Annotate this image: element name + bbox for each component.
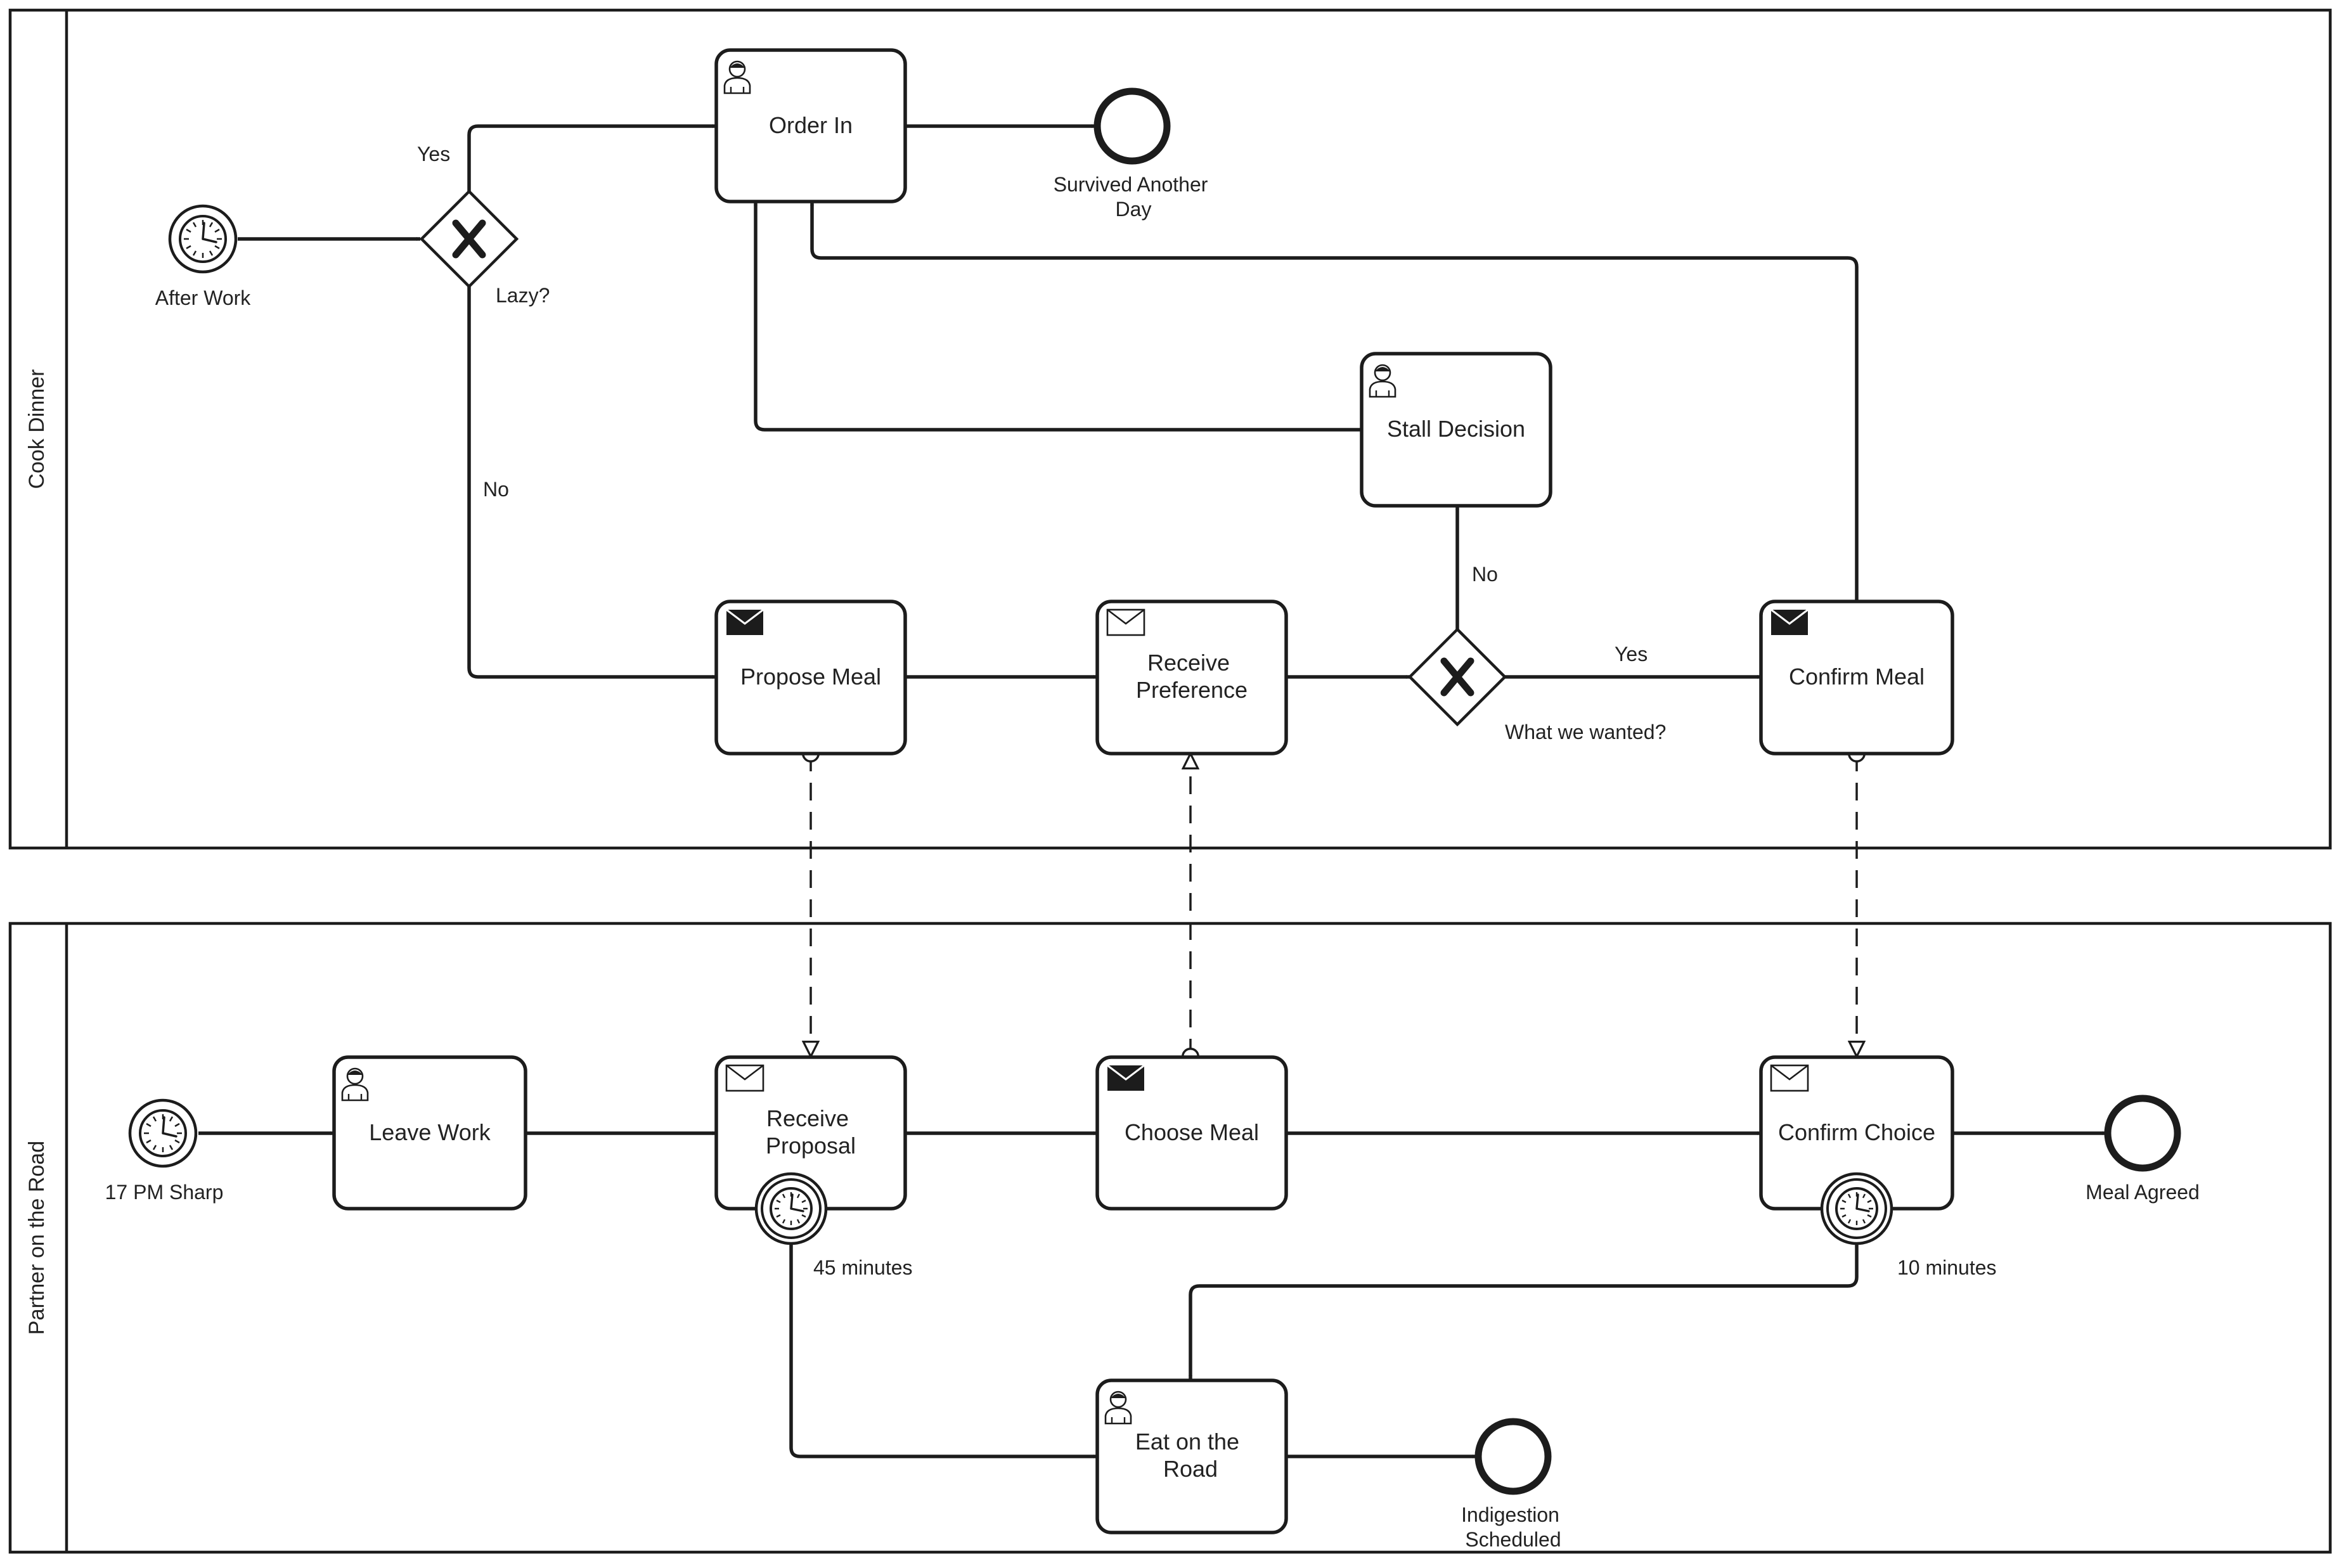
task-label-line: Confirm Meal: [1789, 664, 1925, 690]
task-label-line: Order In: [769, 112, 853, 138]
boundary-timer-45-minutes[interactable]: [754, 1172, 828, 1245]
timer-icon: [1835, 1187, 1878, 1230]
event-label-line: Day: [1116, 198, 1152, 221]
event-label-line: After Work: [155, 286, 252, 309]
user-icon: [341, 1067, 369, 1102]
gateway-label-what-we-wanted: What we wanted?: [1505, 721, 1666, 743]
svg-text:17 PM Sharp: 17 PM Sharp: [105, 1181, 224, 1204]
pool-partner-on-road: Partner on the Road: [8, 922, 2332, 1554]
boundary-timer-10-minutes[interactable]: [1820, 1172, 1893, 1245]
svg-text:Propose Meal: Propose Meal: [740, 664, 881, 690]
svg-text:10 minutes: 10 minutes: [1897, 1256, 1997, 1279]
flow-timer10-eat: [1189, 1243, 1859, 1379]
flow-confirm-orderin: [810, 202, 1859, 602]
start-event-17pm-sharp[interactable]: [128, 1098, 198, 1168]
svg-text:Meal Agreed: Meal Agreed: [2086, 1181, 2200, 1204]
end-event-survived[interactable]: [1093, 87, 1171, 165]
task-label-line: Stall Decision: [1387, 416, 1525, 442]
task-label-line: Receive: [1147, 650, 1230, 676]
task-label-line: Leave Work: [369, 1119, 491, 1145]
task-label-line: Receive: [766, 1105, 849, 1131]
flow-label-wanted-yes: Yes: [1615, 643, 1648, 665]
task-label-line: Preference: [1136, 677, 1248, 703]
end-event-meal-agreed[interactable]: [2104, 1095, 2181, 1172]
svg-text:Receive Preference: Receive Preference: [1136, 650, 1248, 703]
task-propose-meal[interactable]: Propose Meal: [714, 600, 907, 755]
task-label-line: Choose Meal: [1125, 1119, 1259, 1145]
flow-label-lazy-yes: Yes: [417, 143, 450, 165]
task-stall-decision[interactable]: Stall Decision: [1360, 352, 1552, 508]
pool-cook-dinner: Cook Dinner: [8, 8, 2332, 850]
timer-icon: [770, 1187, 813, 1230]
task-label-line: Proposal: [766, 1133, 856, 1159]
task-receive-proposal[interactable]: Receive Proposal: [714, 1055, 907, 1211]
flow-lazy-orderin: [467, 124, 716, 191]
gateway-lazy[interactable]: [419, 189, 519, 289]
timer-icon: [139, 1109, 187, 1157]
svg-text:Confirm Meal: Confirm Meal: [1789, 664, 1925, 690]
end-event-indigestion[interactable]: [1474, 1418, 1552, 1495]
envelope-outline-icon: [725, 1064, 764, 1092]
exclusive-x-icon: [1440, 657, 1474, 697]
svg-text:Order In: Order In: [769, 112, 853, 138]
task-leave-work[interactable]: Leave Work: [332, 1055, 527, 1211]
svg-text:Eat on the Road: Eat on the Road: [1135, 1429, 1246, 1482]
envelope-outline-icon: [1106, 608, 1145, 636]
svg-text:45 minutes: 45 minutes: [813, 1256, 913, 1279]
flow-timer45-eat: [789, 1243, 1097, 1458]
svg-text:Survived Another Day: Survived Another Day: [1054, 173, 1214, 221]
envelope-filled-icon: [726, 608, 764, 635]
exclusive-x-icon: [452, 219, 486, 259]
user-icon: [1369, 364, 1396, 398]
flow-lazy-propose: [467, 286, 716, 679]
flow-stall-orderin: [754, 202, 1362, 432]
envelope-outline-icon: [1770, 1064, 1809, 1092]
task-confirm-choice[interactable]: Confirm Choice: [1759, 1055, 1954, 1211]
sequence-flows: [198, 124, 2106, 1458]
event-label-line: 17 PM Sharp: [105, 1181, 224, 1204]
event-label-line: Indigestion: [1461, 1503, 1559, 1526]
event-label-line: Survived Another: [1054, 173, 1208, 196]
svg-text:Choose Meal: Choose Meal: [1125, 1119, 1259, 1145]
task-confirm-meal[interactable]: Confirm Meal: [1759, 600, 1954, 755]
task-receive-preference[interactable]: Receive Preference: [1095, 600, 1288, 755]
task-order-in[interactable]: Order In: [714, 48, 907, 203]
task-label-line: Propose Meal: [740, 664, 881, 690]
task-eat-on-the-road[interactable]: Eat on the Road: [1095, 1378, 1288, 1534]
flow-label-wanted-no: No: [1472, 563, 1498, 586]
event-label-line: Scheduled: [1465, 1528, 1561, 1551]
event-label-line: Meal Agreed: [2086, 1181, 2200, 1204]
user-icon: [1104, 1391, 1132, 1425]
svg-text:Stall Decision: Stall Decision: [1387, 416, 1525, 442]
task-label-line: Road: [1163, 1456, 1218, 1482]
envelope-filled-icon: [1770, 608, 1809, 635]
gateway-label-lazy: Lazy?: [496, 284, 550, 307]
svg-text:Receive Proposal: Receive Proposal: [766, 1105, 856, 1159]
task-choose-meal[interactable]: Choose Meal: [1095, 1055, 1288, 1211]
timer-icon: [179, 215, 227, 263]
flow-label-lazy-no: No: [483, 478, 509, 501]
envelope-filled-icon: [1107, 1064, 1145, 1091]
pool-label-partner: Partner on the Road: [25, 1141, 49, 1335]
gateway-what-we-wanted[interactable]: [1407, 627, 1507, 727]
task-label-line: Eat on the: [1135, 1429, 1239, 1455]
start-event-after-work[interactable]: [168, 204, 238, 274]
event-label-line: 10 minutes: [1897, 1256, 1997, 1279]
svg-text:Indigestion Scheduled: Indigestion Scheduled: [1461, 1503, 1565, 1551]
user-icon: [723, 60, 751, 94]
svg-text:After Work: After Work: [155, 286, 252, 309]
task-label-line: Confirm Choice: [1778, 1119, 1935, 1145]
pool-label-cook: Cook Dinner: [25, 370, 49, 489]
svg-text:Leave Work: Leave Work: [369, 1119, 491, 1145]
event-label-line: 45 minutes: [813, 1256, 913, 1279]
svg-text:Confirm Choice: Confirm Choice: [1778, 1119, 1935, 1145]
message-flows: [811, 754, 1857, 1057]
